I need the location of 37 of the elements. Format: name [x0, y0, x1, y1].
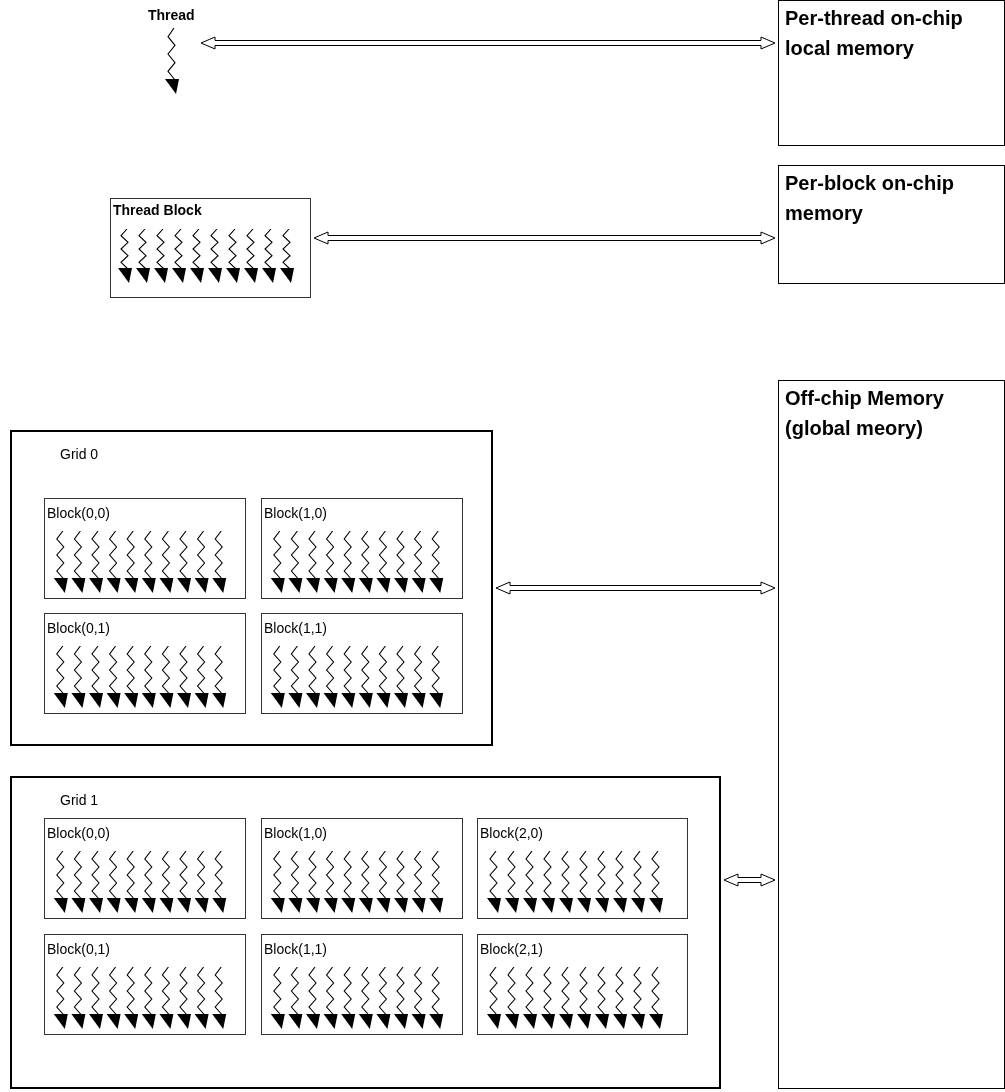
block-box — [44, 613, 246, 714]
memory-box — [778, 380, 1005, 1089]
block-label: Block(1,1) — [264, 941, 328, 957]
block-label: Block(1,0) — [264, 505, 328, 521]
block-label: Block(0,1) — [47, 941, 111, 957]
double-arrow — [495, 581, 776, 595]
block-label: Block(0,1) — [47, 620, 111, 636]
memory-box — [778, 0, 1005, 146]
double-arrow — [200, 36, 776, 50]
thread-label: Thread — [148, 7, 195, 23]
block-label: Block(1,0) — [264, 825, 328, 841]
block-label: Block(0,0) — [47, 825, 111, 841]
double-arrow — [313, 231, 776, 245]
block-box — [261, 818, 463, 919]
block-box — [261, 613, 463, 714]
grid-label: Grid 0 — [60, 446, 99, 462]
block-label: Block(1,1) — [264, 620, 328, 636]
thread-block-box — [110, 198, 311, 298]
memory-label: Per-block on-chip memory — [785, 171, 955, 226]
block-box — [44, 818, 246, 919]
block-box — [261, 934, 463, 1035]
block-label: Block(2,0) — [480, 825, 544, 841]
block-box — [477, 934, 688, 1035]
memory-label: Per-thread on-chip local memory — [785, 6, 964, 61]
memory-box — [778, 165, 1005, 284]
memory-label: Off-chip Memory (global meory) — [785, 386, 945, 441]
block-box — [477, 818, 688, 919]
block-box — [44, 934, 246, 1035]
block-label: Block(2,1) — [480, 941, 544, 957]
block-label: Block(0,0) — [47, 505, 111, 521]
block-label: Thread Block — [113, 202, 202, 218]
double-arrow — [723, 873, 776, 887]
block-box — [44, 498, 246, 599]
grid-label: Grid 1 — [60, 792, 99, 808]
block-box — [261, 498, 463, 599]
grid-box — [10, 776, 721, 1089]
grid-box — [10, 430, 493, 746]
